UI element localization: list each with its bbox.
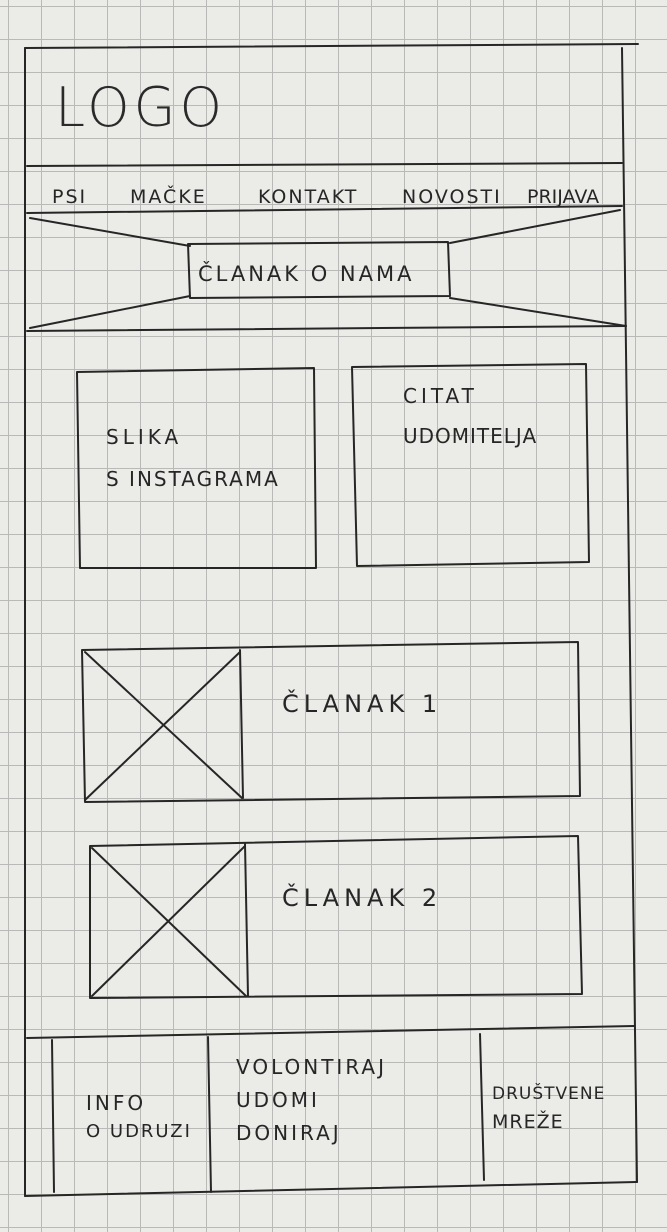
footer-volontiraj-link[interactable]: VOLONTIRAJ: [236, 1055, 387, 1079]
nav-item-novosti[interactable]: NOVOSTI: [402, 186, 502, 208]
footer-social-line1: DRUŠTVENE: [492, 1084, 606, 1104]
hero-article-link[interactable]: ČLANAK O NAMA: [198, 262, 415, 286]
footer-info[interactable]: INFO O UDRUZI: [86, 1088, 192, 1145]
footer-udomi-link[interactable]: UDOMI: [236, 1088, 320, 1112]
instagram-card-frame: [76, 367, 317, 569]
nav-divider: [26, 205, 623, 214]
footer-social[interactable]: DRUŠTVENE MREŽE: [492, 1082, 605, 1136]
header-divider: [26, 162, 623, 167]
hero-placeholder: [26, 209, 627, 332]
instagram-card-line2: S INSTAGRAMA: [106, 467, 280, 491]
footer-doniraj-link[interactable]: DONIRAJ: [236, 1121, 342, 1145]
nav-item-psi[interactable]: PSI: [52, 186, 88, 208]
footer-info-line1: INFO: [86, 1091, 147, 1115]
article-1-frame: [81, 641, 581, 803]
instagram-card-line1: SLIKA: [106, 425, 183, 449]
nav-item-kontakt[interactable]: KONTAKT: [258, 186, 359, 208]
article-2-title[interactable]: ČLANAK 2: [282, 884, 443, 912]
footer-info-line2: O UDRUZI: [86, 1121, 192, 1142]
footer-actions: VOLONTIRAJ UDOMI DONIRAJ: [236, 1051, 387, 1150]
quote-card-frame: [351, 363, 590, 567]
nav-item-prijava[interactable]: PRIJAVA: [527, 186, 600, 208]
nav-item-macke[interactable]: MAČKE: [130, 186, 207, 208]
article-1-title[interactable]: ČLANAK 1: [282, 690, 443, 718]
quote-card-line1: CITAT: [403, 384, 478, 408]
article-2-frame: [89, 835, 583, 999]
page-frame: [24, 43, 639, 1197]
quote-card-line2: UDOMITELJA: [403, 424, 538, 448]
footer-frame: [26, 1025, 635, 1193]
footer-social-line2: MREŽE: [492, 1110, 564, 1133]
logo[interactable]: LOGO: [55, 76, 227, 139]
